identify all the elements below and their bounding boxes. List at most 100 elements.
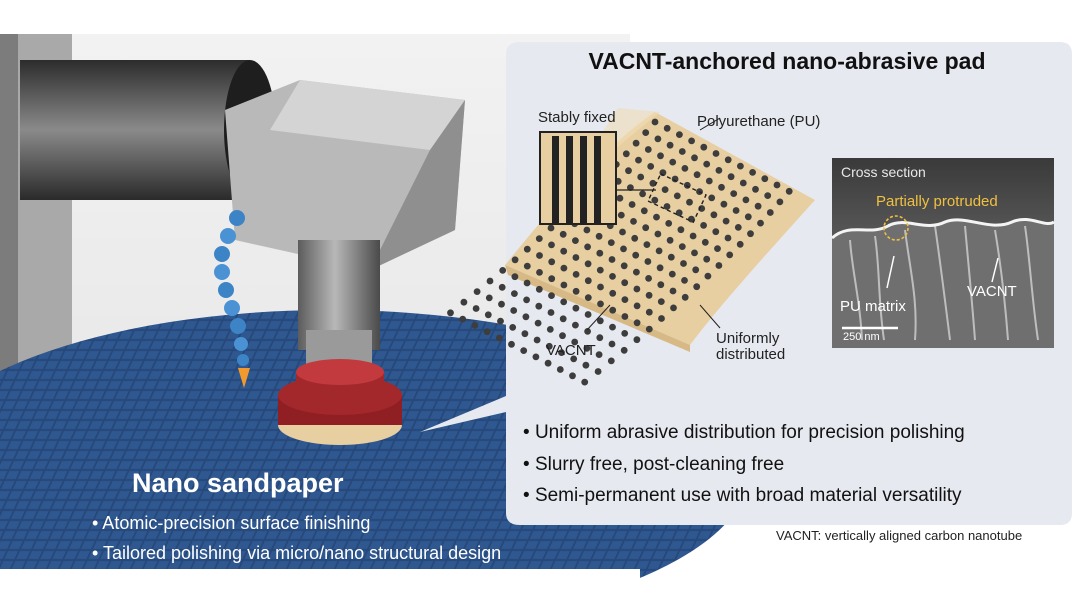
vacnt-dot [688,137,695,145]
vacnt-dot [655,247,663,255]
vacnt-dot [649,179,657,187]
vacnt-dot [536,252,543,259]
machine-frame-edge [0,34,18,414]
vacnt-dot [621,313,629,320]
vacnt-dot [757,219,764,227]
vacnt-dot [681,293,689,301]
vacnt-dot [764,192,772,200]
vacnt-dot [661,186,669,194]
vacnt-dot [632,251,640,259]
vacnt-dot [703,255,711,263]
vacnt-dot [720,200,728,208]
vacnt-dot [633,285,641,293]
vacnt-dot [722,217,730,225]
vacnt-dot [693,283,701,291]
vacnt-dot [620,245,627,253]
vacnt-dot [737,162,744,170]
vacnt-dot [633,268,640,276]
vacnt-dot [560,264,568,272]
vacnt-dot [726,251,734,259]
vacnt-dot [644,146,652,153]
vacnt-dot [681,277,688,284]
pu-matrix-arrow [886,255,895,289]
vacnt-dot [665,220,673,227]
vacnt-dot [609,289,617,297]
vacnt-dot [663,124,671,132]
vacnt-dot [545,342,553,350]
vacnt-dot [732,207,740,214]
pu-leader-line [699,117,721,131]
vacnt-dot [569,372,576,380]
vacnt-dot [633,319,641,327]
vacnt-dot [609,323,616,331]
vacnt-dot [691,154,698,162]
vacnt-dot [596,249,604,257]
vacnt-dot [584,260,592,268]
vacnt-dot [666,236,674,244]
vacnt-dot [495,334,503,342]
pad-holder-top [296,359,384,385]
vacnt-dot [608,340,616,348]
vacnt-dot [640,207,648,215]
vacnt-dot [522,313,530,321]
vacnt-dot [511,256,519,264]
vacnt-dot [511,290,518,297]
vacnt-dot [595,232,603,240]
panel-bullet-text: Uniform abrasive distribution for precis… [534,422,965,443]
vacnt-dot [619,228,626,236]
vacnt-leader-line [586,304,611,331]
vacnt-dot [683,181,691,189]
vacnt-dot [754,202,762,210]
vacnt-dot [657,281,665,289]
protrusion-highlight [883,215,909,241]
vacnt-dot [584,277,592,285]
vacnt-dot [560,298,568,306]
vacnt-dot [498,300,505,308]
vacnt-dot [584,311,592,318]
vacnt-dot [678,243,686,251]
vacnt-dot [647,163,655,170]
vacnt-sem-arrow [991,257,999,283]
vacnt-dot [700,143,708,151]
vacnt-dot [644,258,652,265]
vacnt-dot [700,222,707,229]
vacnt-dot [583,226,591,234]
vacnt-dot [521,330,529,338]
vacnt-dot [558,349,565,356]
vacnt-dot [676,131,683,139]
panel-bullet-slurry: • Slurry free, post-cleaning free [523,454,784,476]
vacnt-dot [766,209,774,216]
vacnt-dot [597,300,604,308]
vacnt-dot [752,185,759,193]
vacnt-dot [705,177,713,185]
vacnt-dot [548,275,556,283]
vacnt-dot [546,326,554,333]
vacnt-dot [609,273,616,280]
vacnt-dot [532,353,540,361]
vacnt-dot [533,336,541,344]
vacnt-dot [472,305,480,312]
product-title: Nano sandpaper [132,468,344,498]
vacnt-dot [485,294,493,302]
vacnt-dot [523,245,531,253]
partially-protruded-label: Partially protruded [876,193,998,210]
vacnt-dot [642,224,650,232]
footnote: VACNT: vertically aligned carbon nanotub… [776,528,1023,543]
vacnt-dot [609,306,617,314]
vacnt-dot [747,230,754,238]
vacnt-dot [639,190,646,198]
vacnt-dot [559,315,567,323]
vacnt-dot [712,150,720,157]
vacnt-dot [645,325,653,333]
vacnt-dot [583,344,591,352]
vacnt-dot [621,296,629,303]
panel-bullet-uniform: • Uniform abrasive distribution for prec… [523,422,965,444]
vacnt-dot [581,378,589,386]
vacnt-dot [671,175,679,183]
vacnt-dot [734,224,742,231]
vacnt-dot [620,262,628,270]
vacnt-dot [651,196,659,204]
vacnt-dot [622,150,630,158]
vacnt-dot [483,328,491,336]
vacnt-dot [736,240,744,248]
